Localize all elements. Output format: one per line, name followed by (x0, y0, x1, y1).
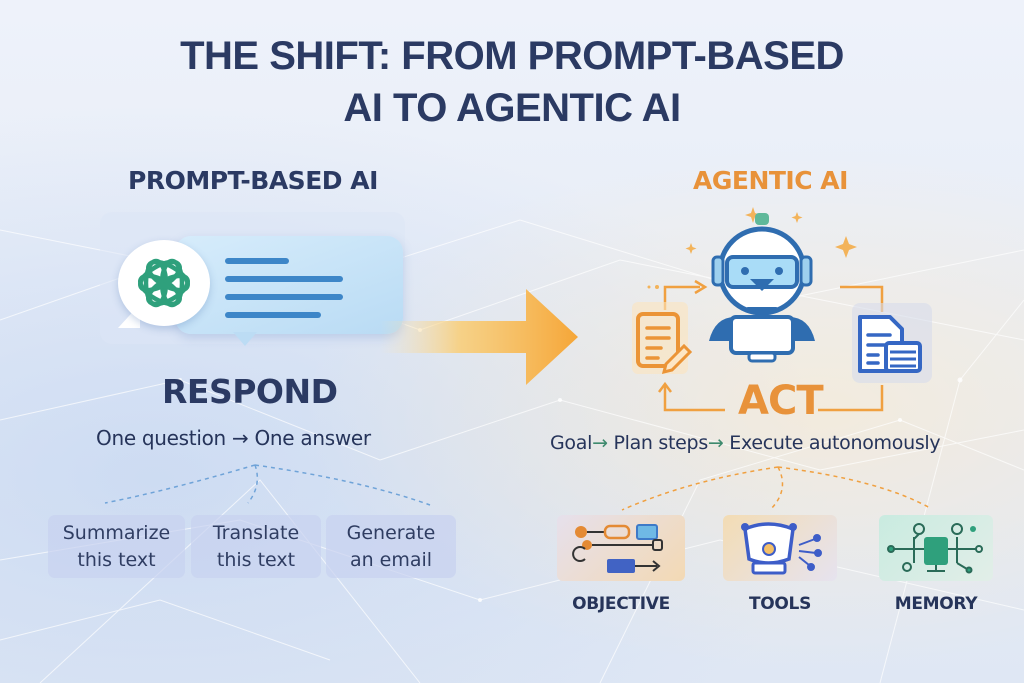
prompt-based-heading: PROMPT-BASED AI (128, 166, 378, 195)
agentic-flow-text: Goal→ Plan steps→ Execute autonomously (550, 432, 941, 454)
example-line: Translate (212, 522, 300, 544)
objective-label: OBJECTIVE (572, 594, 670, 614)
example-line: this text (216, 549, 296, 571)
right-arrow-icon (380, 289, 578, 385)
flow-goal: Goal (550, 432, 593, 454)
flow-arrow: → (592, 432, 608, 454)
document-stack-icon (858, 315, 922, 373)
tools-label: TOOLS (748, 594, 812, 614)
title-line-2: AI TO AGENTIC AI (343, 86, 681, 130)
prompt-flow-text: One question → One answer (96, 426, 371, 450)
openai-logo-icon (118, 240, 210, 326)
flow-arrow: → (707, 432, 724, 454)
memory-card (879, 515, 993, 581)
example-line: this text (77, 549, 156, 571)
page-title: THE SHIFT: FROM PROMPT-BASED AI TO AGENT… (0, 30, 1024, 134)
example-card-summarize: Summarize this text (48, 515, 185, 578)
objective-card (557, 515, 685, 581)
flow-arrow: → (231, 426, 249, 450)
chat-bubble-tail (233, 332, 257, 346)
flow-plan: Plan steps (613, 432, 708, 454)
document-edit-icon (636, 312, 693, 375)
memory-label: MEMORY (894, 594, 978, 614)
text-line (225, 294, 343, 300)
tools-hub-icon (741, 522, 822, 575)
memory-circuit-icon (887, 523, 983, 574)
example-line: an email (349, 549, 433, 571)
workflow-icon (572, 524, 663, 573)
tools-card (723, 515, 837, 581)
example-line: Summarize (62, 522, 171, 544)
chat-response-bubble (175, 236, 403, 334)
example-card-generate: Generate an email (326, 515, 456, 578)
respond-label: RESPOND (162, 372, 338, 411)
flow-answer: One answer (254, 426, 371, 450)
example-line: Generate (346, 522, 436, 544)
text-line (225, 258, 289, 264)
title-line-1: THE SHIFT: FROM PROMPT-BASED (180, 34, 844, 78)
example-card-translate: Translate this text (191, 515, 321, 578)
agentic-heading: AGENTIC AI (693, 166, 848, 195)
act-label: ACT (738, 378, 824, 424)
text-line (225, 312, 321, 318)
flow-question: One question (96, 426, 226, 450)
robot-icon (709, 213, 815, 363)
flow-execute: Execute autonomously (729, 432, 941, 454)
text-line (225, 276, 343, 282)
